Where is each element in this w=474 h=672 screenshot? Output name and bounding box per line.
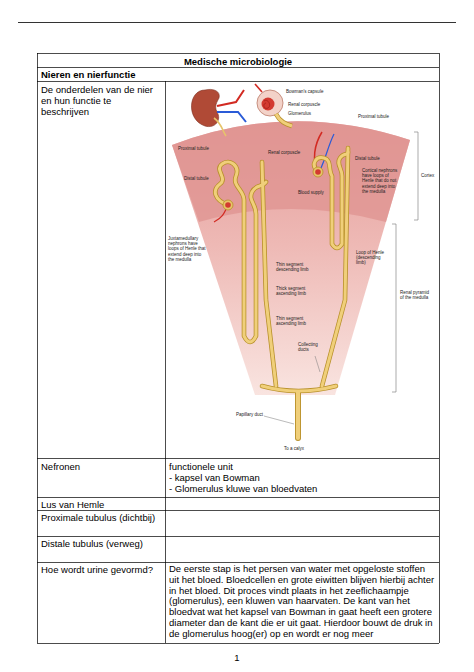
- note-label: Juxtamedullary nephrons have loops of He…: [168, 236, 208, 262]
- table-rule: [37, 81, 439, 82]
- table-title: Medische microbiologie: [37, 56, 439, 67]
- section-heading: Nieren en nierfunctie: [41, 69, 431, 80]
- part-label: Collecting ducts: [298, 342, 328, 352]
- table-cell: Distale tubulus (verweg): [41, 538, 159, 549]
- part-label: Thin segment ascending limb: [276, 316, 314, 326]
- part-label: Proximal tubule: [358, 114, 389, 119]
- part-label: To a calyx: [284, 446, 304, 451]
- note-label: Cortical nephrons have loops of Henle th…: [362, 168, 400, 194]
- table-rule: [165, 81, 166, 643]
- part-label: Distal tubule: [184, 176, 209, 181]
- table-cell: Nefronen: [41, 461, 161, 472]
- table-cell: De eerste stap is het persen van water m…: [169, 564, 435, 640]
- table-cell: - kapsel van Bowman: [169, 472, 435, 483]
- table-rule: [37, 562, 439, 563]
- table-rule: [37, 536, 439, 537]
- part-label: Loop of Henle (descending limb): [356, 250, 388, 266]
- region-label: Cortex: [421, 173, 434, 178]
- part-label: Proximal tubule: [178, 146, 209, 151]
- table-rule: [37, 643, 439, 644]
- region-label: Renal pyramid of the medulla: [400, 290, 434, 300]
- table-cell: Proximale tubulus (dichtbij): [41, 512, 159, 523]
- table-rule: [37, 53, 38, 643]
- part-label: Papillary duct: [236, 412, 264, 417]
- table-rule: [439, 53, 440, 643]
- part-label: Renal corpuscle: [268, 150, 300, 155]
- part-label: Renal corpuscle: [288, 102, 320, 107]
- part-label: Glomerulus: [288, 111, 311, 116]
- part-label: Blood supply: [298, 190, 324, 195]
- table-rule: [37, 497, 439, 498]
- table-cell: Lus van Hemle: [41, 499, 161, 510]
- page-number: 1: [0, 652, 474, 663]
- table-rule: [18, 22, 456, 23]
- table-cell: functionele unit: [169, 461, 435, 472]
- part-label: Thin segment descending limb: [276, 262, 314, 272]
- part-label: Thick segment ascending limb: [276, 286, 314, 296]
- part-label: Distal tubule: [355, 156, 380, 161]
- table-rule: [37, 53, 439, 54]
- table-cell: - Glomerulus kluwe van bloedvaten: [169, 483, 435, 494]
- table-cell: De onderdelen van de nier en hun functie…: [41, 84, 161, 117]
- part-label: Bowman's capsule: [286, 89, 323, 94]
- table-rule: [37, 458, 439, 459]
- table-cell: Hoe wordt urine gevormd?: [41, 564, 159, 575]
